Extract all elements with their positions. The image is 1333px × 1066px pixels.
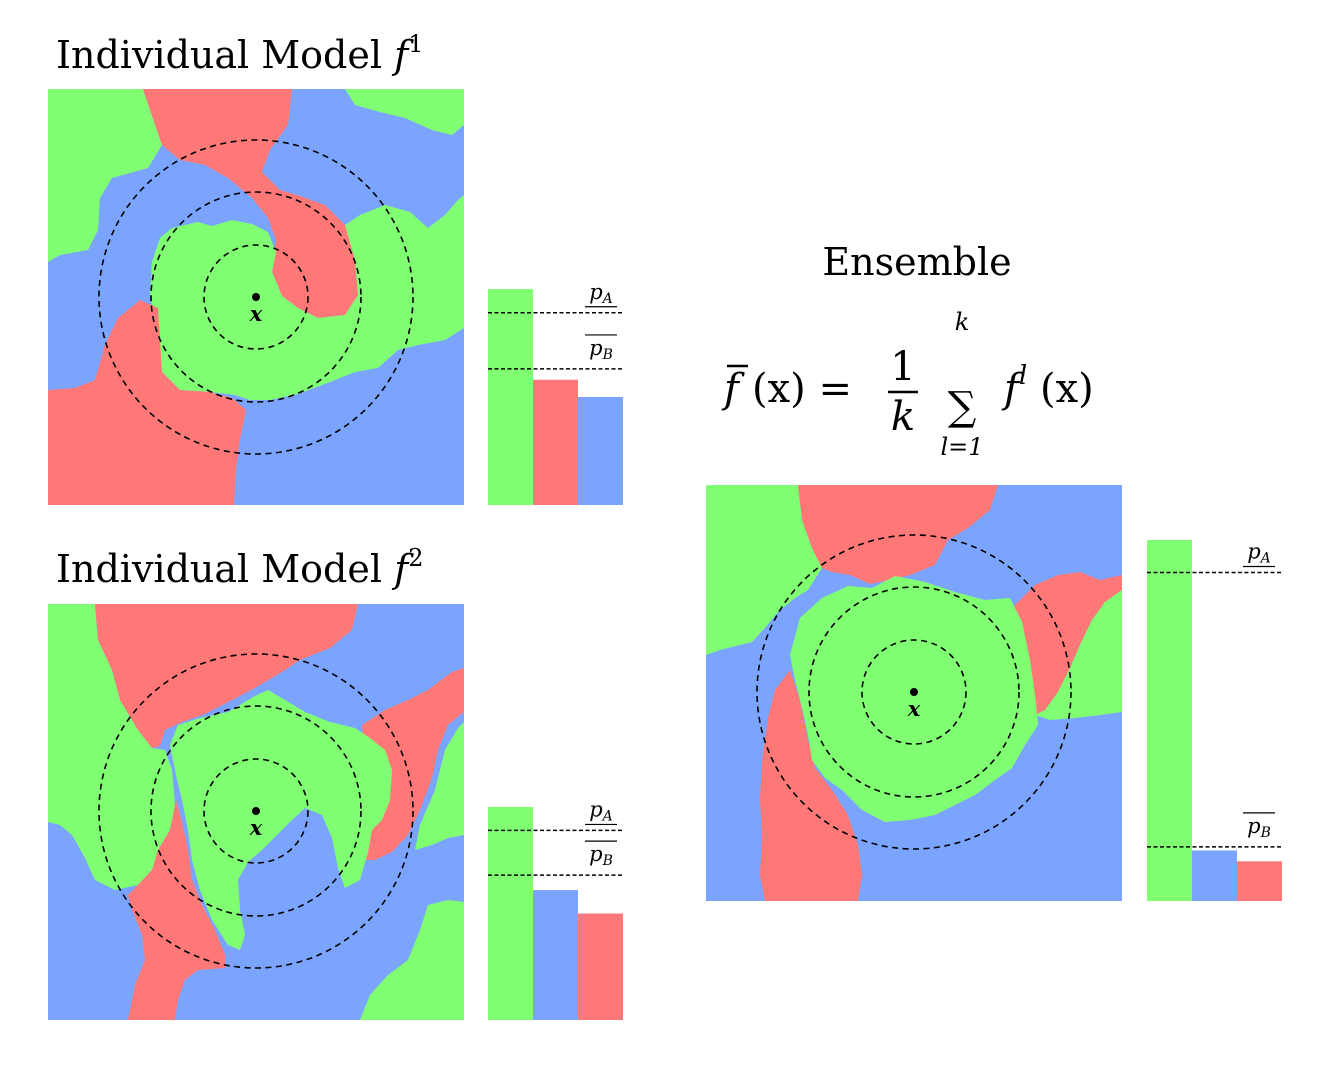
ensemble-point-label: x	[907, 696, 921, 721]
model-1-radius-circles	[98, 139, 414, 455]
formula-sum-upper: k	[955, 308, 970, 336]
model-1-decision-map	[48, 89, 464, 505]
model-2-decision-map	[48, 604, 464, 1020]
formula-rhs-arg: (x)	[1040, 366, 1094, 412]
model-2-point-label: x	[249, 815, 263, 840]
region-red-top	[143, 89, 358, 318]
circle-medium	[150, 705, 362, 917]
region-green-right	[1035, 590, 1122, 720]
formula-lhs-arg: (x) =	[752, 366, 852, 412]
circle-small	[203, 758, 309, 864]
model-1-probability-bars: pA pB	[488, 280, 624, 505]
model-1-point-label: x	[249, 301, 263, 326]
region-green-top-left	[48, 89, 162, 262]
bar-red	[1237, 861, 1282, 901]
region-red-top	[95, 604, 358, 748]
region-red-bottom-left	[48, 300, 246, 505]
ensemble-probability-bars: pA pB	[1147, 539, 1282, 901]
region-green-center	[150, 195, 464, 400]
bar-green	[488, 289, 533, 505]
model-1-input-point	[252, 293, 260, 301]
region-red-top	[798, 485, 998, 584]
pB-label: pB	[589, 842, 613, 869]
pA-label: pA	[589, 797, 613, 824]
model-2-input-point	[252, 807, 260, 815]
model-2-title: Individual Model f2	[56, 544, 423, 591]
region-red-right	[1015, 572, 1122, 715]
model-1-title: Individual Model f1	[56, 30, 423, 77]
bar-blue	[533, 890, 578, 1020]
region-red-right	[362, 668, 464, 860]
region-green-top-left	[706, 485, 822, 655]
circle-large	[98, 653, 414, 969]
ensemble-input-point	[910, 688, 918, 696]
pA-label: pA	[589, 280, 613, 307]
region-green-center	[790, 576, 1038, 822]
model-2-radius-circles	[98, 653, 414, 969]
pB-label: pB	[589, 336, 613, 363]
region-green-right	[415, 722, 464, 850]
formula-fraction-numerator: 1	[890, 344, 915, 390]
formula-sum-symbol: ∑	[948, 384, 977, 430]
ensemble-formula: f (x) = 1 k k ∑ l=1 fl (x)	[721, 308, 1094, 461]
model-2-probability-bars: pA pB	[488, 797, 624, 1020]
region-green-top-right	[345, 89, 464, 135]
bar-blue	[1192, 850, 1237, 901]
region-red-bottom-left	[760, 670, 862, 901]
bar-green	[1147, 540, 1192, 901]
formula-sum-lower: l=1	[940, 433, 983, 461]
ensemble-title: Ensemble	[822, 240, 1011, 284]
circle-large	[756, 534, 1072, 850]
circle-large	[98, 139, 414, 455]
pB-label: pB	[1247, 814, 1271, 841]
circle-medium	[150, 191, 362, 403]
region-green-bottom-right	[360, 900, 464, 1020]
bar-red	[578, 913, 623, 1020]
circle-medium	[808, 586, 1020, 798]
region-green-center	[170, 690, 392, 950]
ensemble-radius-circles	[756, 534, 1072, 850]
circle-small	[861, 639, 967, 745]
formula-rhs-f: fl	[1001, 361, 1027, 412]
circle-small	[203, 244, 309, 350]
pA-label: pA	[1247, 539, 1271, 566]
region-green-left	[48, 604, 175, 890]
bar-green	[488, 807, 533, 1020]
formula-fraction-denominator: k	[891, 394, 915, 440]
region-red-bottom	[128, 800, 225, 1020]
formula-lhs-f: f	[721, 366, 745, 412]
bar-blue	[578, 397, 623, 505]
bar-red	[533, 379, 578, 505]
